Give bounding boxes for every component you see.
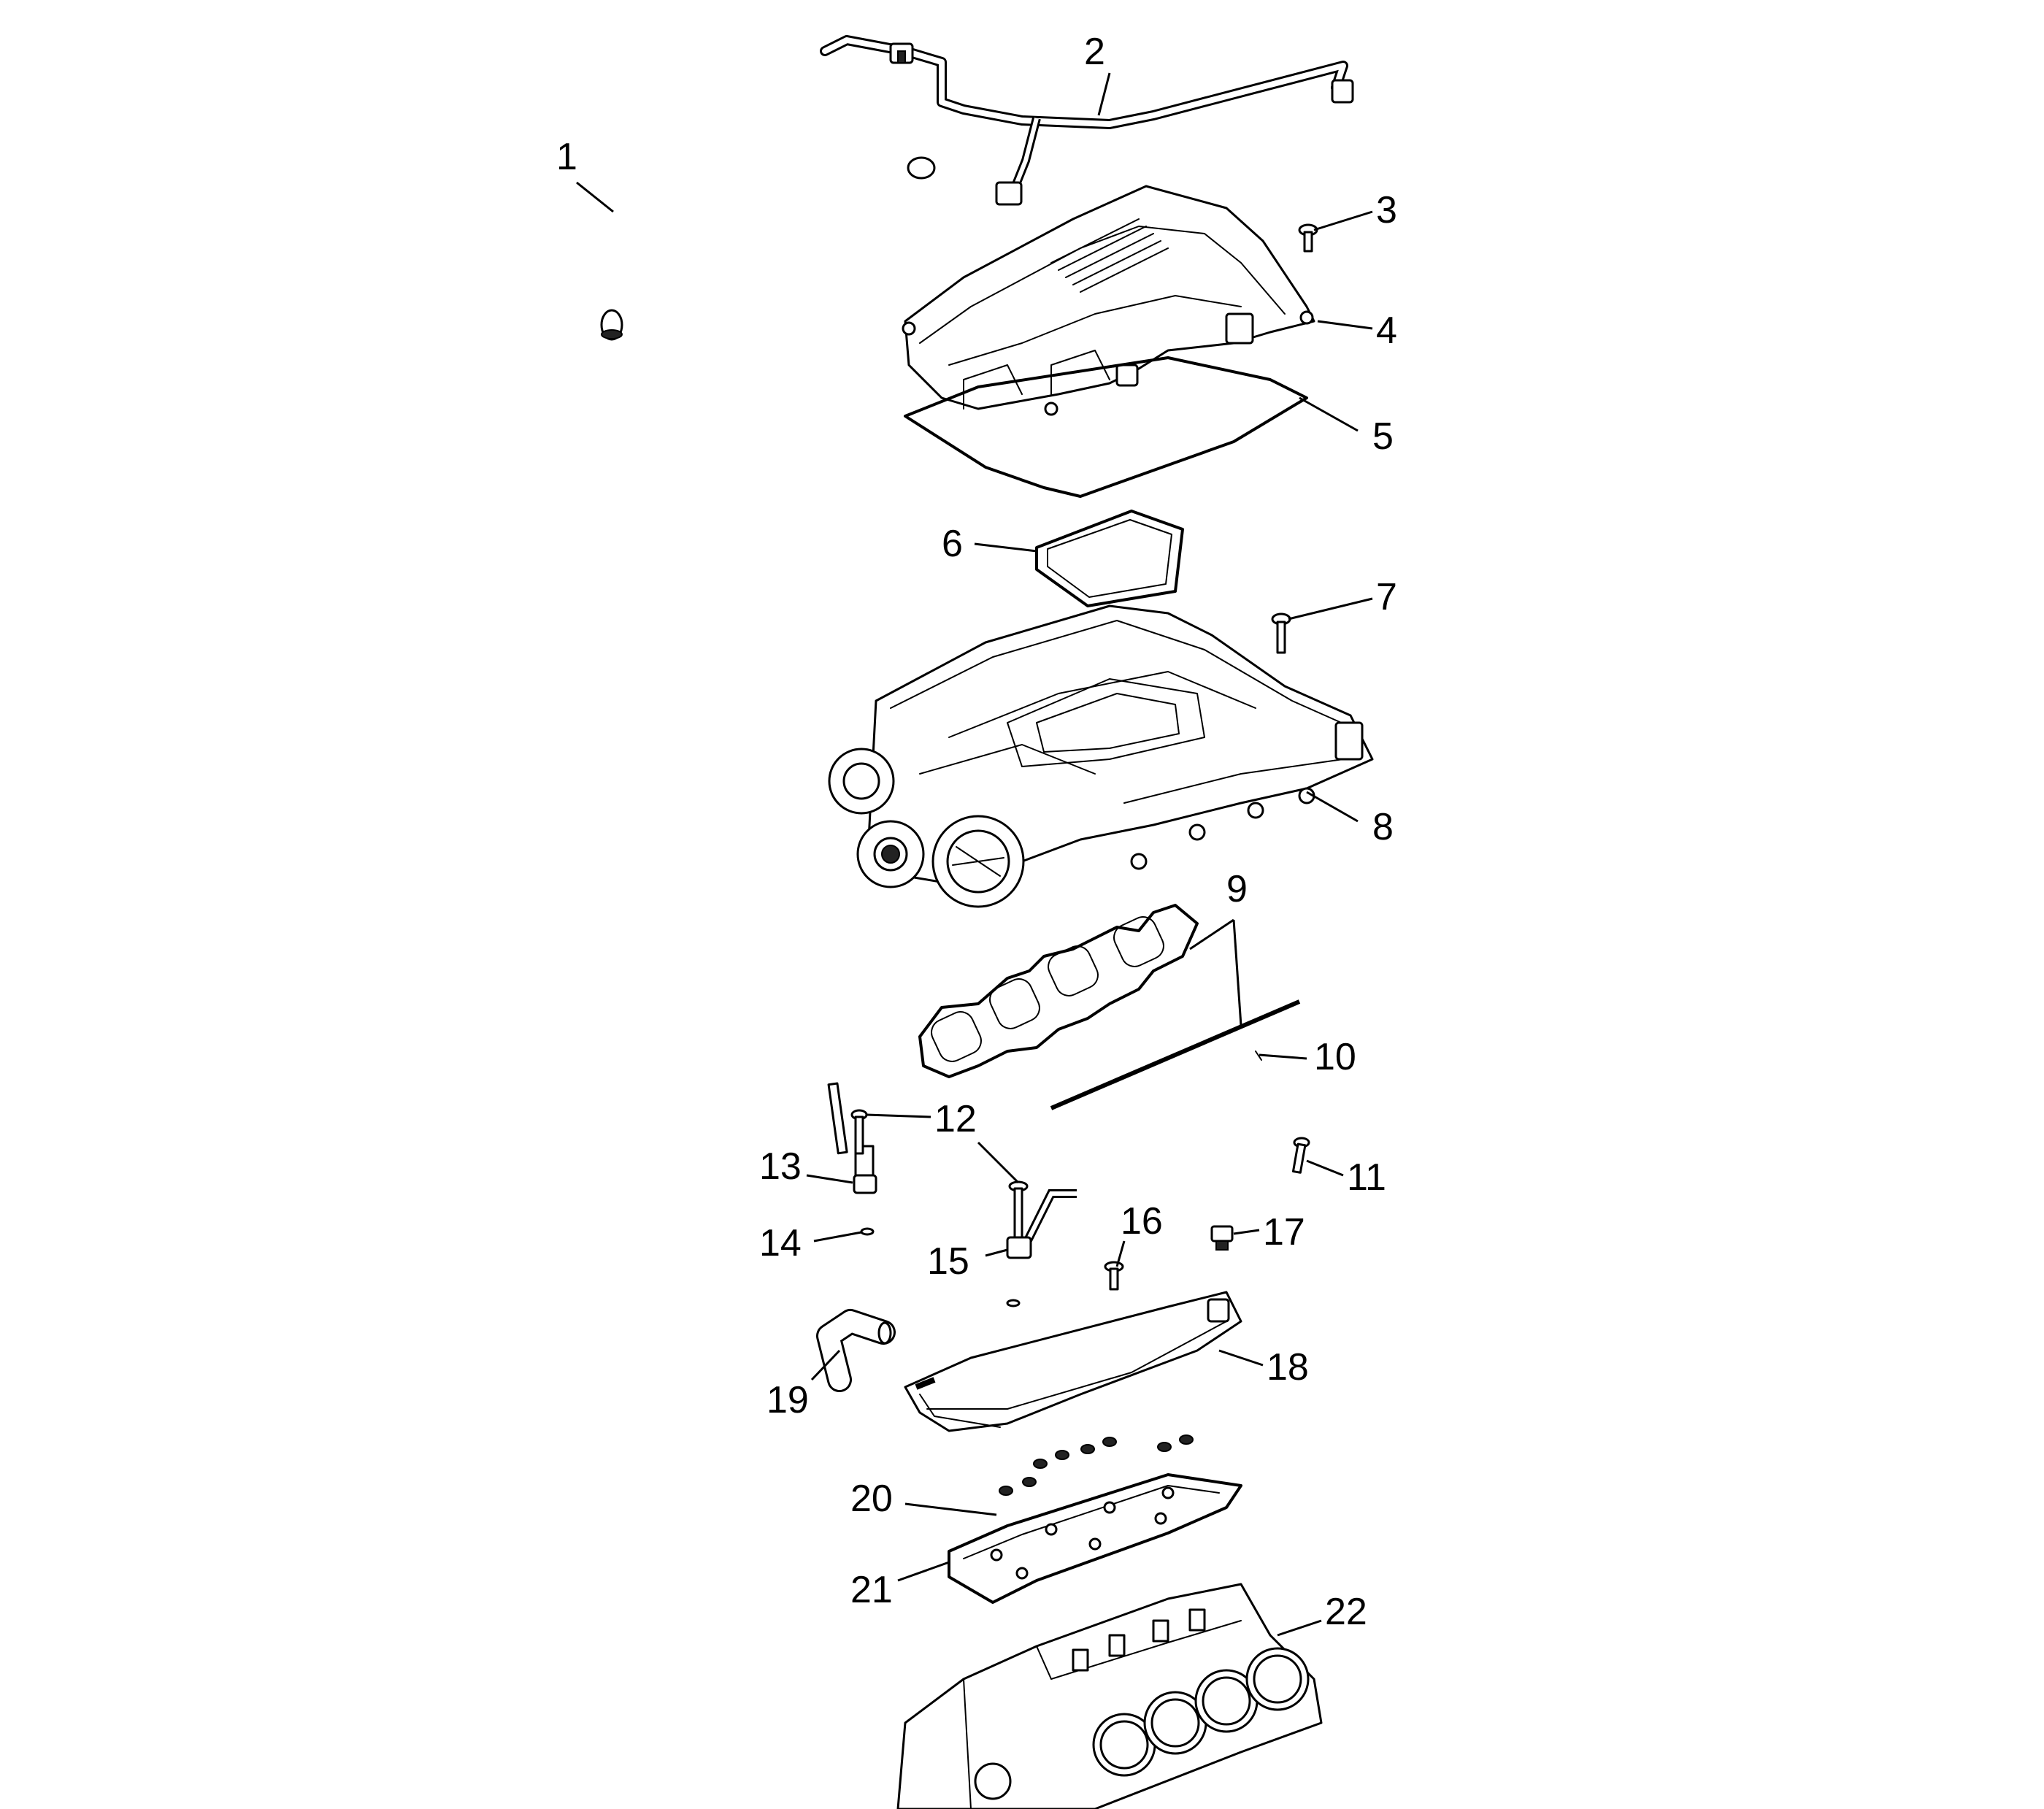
leader-6 bbox=[974, 542, 1037, 553]
leader-13 bbox=[806, 1174, 853, 1184]
callout-6: 6 bbox=[942, 523, 963, 565]
callout-8: 8 bbox=[1372, 806, 1394, 848]
part-21-valley-gasket bbox=[948, 1473, 1242, 1604]
leader-11 bbox=[1306, 1159, 1344, 1177]
leader-12a bbox=[866, 1113, 931, 1118]
callout-18: 18 bbox=[1267, 1346, 1309, 1389]
leader-10 bbox=[1259, 1053, 1307, 1060]
callout-10: 10 bbox=[1314, 1036, 1356, 1078]
leader-12b bbox=[977, 1141, 1020, 1184]
part-19-elbow-hose bbox=[816, 1309, 896, 1392]
leader-14 bbox=[813, 1231, 862, 1243]
part-8-intake-manifold bbox=[828, 604, 1374, 908]
part-1-pcv-tube bbox=[538, 155, 936, 341]
leader-3 bbox=[1313, 210, 1373, 231]
callout-21: 21 bbox=[850, 1569, 893, 1611]
part-22-engine-block bbox=[896, 1583, 1323, 1809]
callout-14: 14 bbox=[759, 1222, 802, 1264]
leader-17 bbox=[1233, 1229, 1260, 1235]
callout-12: 12 bbox=[934, 1098, 977, 1140]
leader-19 bbox=[810, 1349, 841, 1381]
callout-17: 17 bbox=[1263, 1211, 1305, 1253]
leader-9b bbox=[1232, 919, 1242, 1026]
callout-15: 15 bbox=[927, 1240, 969, 1283]
leader-1 bbox=[576, 181, 614, 213]
callout-4: 4 bbox=[1376, 310, 1397, 352]
callout-2: 2 bbox=[1084, 31, 1105, 73]
leader-21 bbox=[897, 1561, 950, 1582]
callout-3: 3 bbox=[1376, 189, 1397, 231]
part-9-manifold-gasket bbox=[918, 904, 1199, 1078]
leader-4 bbox=[1317, 320, 1373, 330]
part-17-sensor bbox=[1210, 1225, 1234, 1251]
callout-13: 13 bbox=[759, 1145, 802, 1188]
callout-5: 5 bbox=[1372, 415, 1394, 458]
callout-22: 22 bbox=[1325, 1591, 1367, 1633]
callout-labels: 1 2 3 4 5 6 7 8 9 10 11 12 13 14 15 16 1… bbox=[556, 31, 1397, 1633]
callout-19: 19 bbox=[766, 1379, 809, 1421]
part-5-cover-gasket bbox=[904, 356, 1308, 498]
callout-16: 16 bbox=[1121, 1200, 1163, 1243]
leader-2 bbox=[1097, 72, 1111, 116]
part-11-bolt bbox=[1291, 1137, 1310, 1174]
leader-lines bbox=[576, 72, 1373, 1637]
part-16-bolt bbox=[1104, 1261, 1124, 1291]
leader-15 bbox=[985, 1248, 1008, 1257]
leader-5 bbox=[1299, 396, 1359, 432]
leader-8 bbox=[1306, 791, 1359, 823]
part-18-valley-cover bbox=[904, 1291, 1242, 1432]
part-7-bolt bbox=[1271, 612, 1291, 654]
part-14-o-ring bbox=[860, 1227, 875, 1236]
part-20-grommets bbox=[999, 1434, 1194, 1496]
part-2-hose-assembly bbox=[820, 35, 1354, 206]
part-13-bracket-assembly bbox=[827, 1082, 877, 1194]
callout-11: 11 bbox=[1347, 1156, 1386, 1199]
part-6-seal bbox=[1035, 510, 1184, 607]
leader-20 bbox=[904, 1502, 997, 1516]
callout-7: 7 bbox=[1376, 576, 1397, 618]
part-4-supercharger-cover bbox=[902, 185, 1315, 416]
leader-16 bbox=[1115, 1240, 1126, 1267]
part-15-bracket-assembly bbox=[1006, 1180, 1077, 1307]
leader-22 bbox=[1277, 1619, 1322, 1637]
callout-9: 9 bbox=[1226, 868, 1248, 910]
leader-18 bbox=[1218, 1349, 1264, 1367]
callout-20: 20 bbox=[850, 1478, 893, 1520]
leader-9a bbox=[1189, 918, 1234, 950]
part-3-bolt bbox=[1298, 223, 1318, 253]
callout-1: 1 bbox=[556, 136, 577, 178]
leader-7 bbox=[1288, 597, 1373, 621]
part-10-seal-strip bbox=[1050, 999, 1301, 1110]
